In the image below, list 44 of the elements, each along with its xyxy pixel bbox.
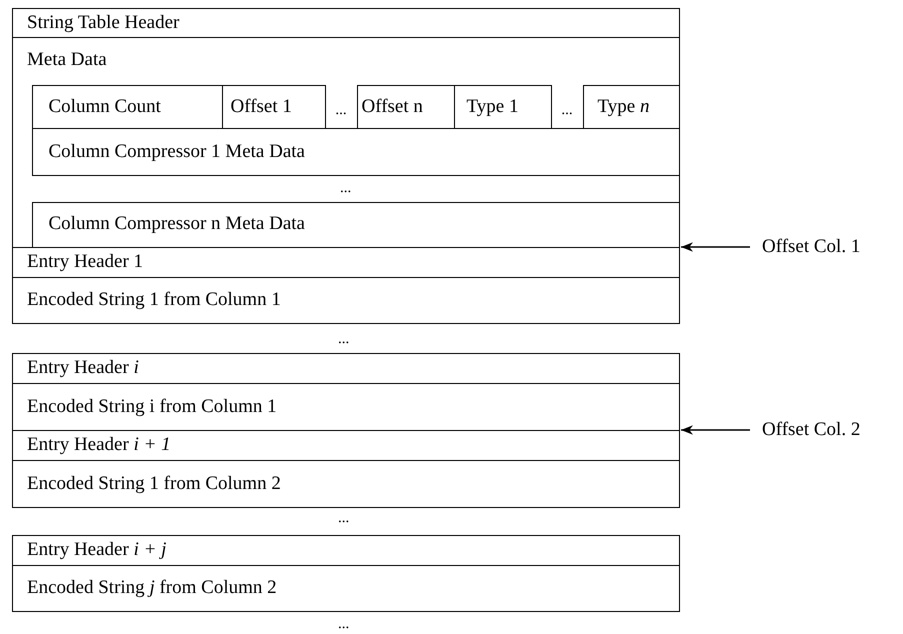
- table-cell: [356, 84, 454, 128]
- table-row: [32, 128, 680, 176]
- ellipsis: ...: [340, 180, 352, 196]
- table-row: [12, 277, 680, 324]
- field-label: Encoded String 1 from Column 1: [27, 289, 281, 311]
- field-label: Meta Data: [27, 49, 107, 71]
- field-label: Encoded String i from Column 1: [27, 396, 277, 418]
- arrow: [681, 425, 750, 435]
- offset-label: Offset Col. 2: [762, 419, 860, 441]
- header-row: [12, 247, 680, 278]
- ellipsis: ...: [338, 331, 350, 347]
- header-row: [12, 8, 680, 38]
- table-cell: [454, 84, 552, 128]
- field-label: Encoded String j from Column 2: [27, 577, 277, 599]
- table-row: [12, 383, 680, 431]
- ellipsis: ...: [334, 102, 348, 118]
- table-cell: [582, 84, 680, 128]
- ellipsis: ...: [338, 510, 350, 526]
- field-label: Type n: [598, 96, 650, 118]
- field-label: Entry Header 1: [27, 251, 144, 273]
- field-label: Offset 1: [230, 96, 292, 118]
- field-label: Type 1: [466, 96, 518, 118]
- table-row: [32, 202, 680, 248]
- ellipsis: ...: [338, 616, 350, 632]
- metadata-section: [12, 37, 680, 248]
- header-row: [12, 535, 680, 566]
- header-row: [12, 430, 680, 461]
- ellipsis: ...: [560, 102, 574, 118]
- field-label: Encoded String 1 from Column 2: [27, 473, 281, 495]
- table-row: [12, 565, 680, 612]
- field-label: Entry Header i: [27, 357, 139, 379]
- offset-label: Offset Col. 1: [762, 236, 860, 258]
- field-label: Column Compressor 1 Meta Data: [48, 140, 305, 162]
- header-row: [12, 353, 680, 384]
- table-cell: [32, 84, 222, 128]
- field-label: Entry Header i + j: [27, 539, 166, 561]
- arrow: [681, 242, 750, 252]
- field-label: String Table Header: [27, 12, 180, 34]
- table-row: [12, 460, 680, 508]
- field-label: Entry Header i + 1: [27, 434, 171, 456]
- field-label: Column Count: [48, 96, 161, 118]
- field-label: Offset n: [362, 96, 423, 118]
- table-cell: [222, 84, 326, 128]
- field-label: Column Compressor n Meta Data: [48, 212, 305, 234]
